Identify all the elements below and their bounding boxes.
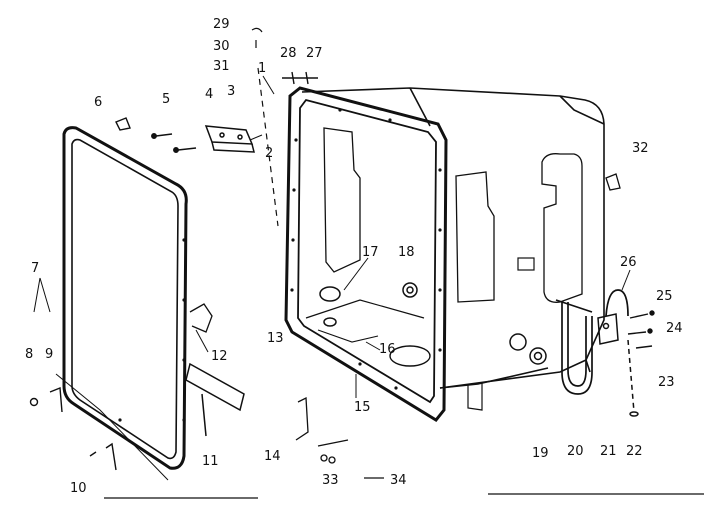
- callout-32: 32: [632, 141, 649, 156]
- rod-22-23: [627, 339, 639, 417]
- callout-17: 17: [362, 245, 379, 260]
- callout-27: 27: [306, 46, 323, 61]
- callout-5: 5: [162, 92, 170, 107]
- callout-18: 18: [398, 245, 415, 260]
- callout-14: 14: [264, 449, 281, 464]
- callout-1: 1: [258, 61, 266, 76]
- callout-2: 2: [265, 146, 273, 161]
- grommet-18: [402, 282, 418, 298]
- callout-26: 26: [620, 255, 637, 270]
- hardware-8-9-10: [29, 373, 169, 481]
- callout-24: 24: [666, 321, 683, 336]
- callout-16: 16: [379, 342, 396, 357]
- screws-24-25: [627, 310, 655, 349]
- callout-10: 10: [70, 481, 87, 496]
- bracket-14: [295, 396, 309, 441]
- callout-28: 28: [280, 46, 297, 61]
- clip-6: [115, 117, 131, 131]
- screws-27-28: [282, 71, 318, 85]
- callout-21: 21: [600, 444, 617, 459]
- fill-tube-20: [555, 299, 593, 395]
- callout-6: 6: [94, 95, 102, 110]
- door-gasket-frame: [62, 126, 188, 470]
- screw-5: [151, 133, 173, 139]
- bracket-12: [189, 303, 213, 333]
- tub-front-frame: [284, 86, 448, 422]
- screws-33-34: [317, 439, 384, 479]
- hose-26: [605, 289, 629, 317]
- strike-11: [185, 362, 245, 437]
- hinge-bracket: [204, 125, 255, 153]
- callout-7: 7: [31, 261, 39, 276]
- screw-near-hinge: [173, 147, 197, 153]
- pin-29-31: [251, 27, 279, 227]
- callout-4: 4: [205, 87, 213, 102]
- callout-22: 22: [626, 444, 643, 459]
- callout-3: 3: [227, 84, 235, 99]
- callout-29: 29: [213, 17, 230, 32]
- callout-20: 20: [567, 444, 584, 459]
- callout-15: 15: [354, 400, 371, 415]
- callout-23: 23: [658, 375, 675, 390]
- callout-11: 11: [202, 454, 219, 469]
- callout-19: 19: [532, 446, 549, 461]
- callout-13: 13: [267, 331, 284, 346]
- callout-25: 25: [656, 289, 673, 304]
- callout-34: 34: [390, 473, 407, 488]
- callout-9: 9: [45, 347, 53, 362]
- tub-cabinet: [301, 87, 605, 411]
- callout-33: 33: [322, 473, 339, 488]
- callout-8: 8: [25, 347, 33, 362]
- baseline-rules: [104, 493, 704, 499]
- leader-lines: [33, 75, 631, 398]
- callout-30: 30: [213, 39, 230, 54]
- callout-labels: 1 2 3 4 5 6 7 8 9 10 11 12 13 14 15 16 1…: [25, 17, 683, 496]
- clip-32: [605, 173, 621, 191]
- grommet-17: [319, 286, 341, 327]
- callout-12: 12: [211, 349, 228, 364]
- grommet-19: [509, 333, 547, 365]
- callout-31: 31: [213, 59, 230, 74]
- bracket-21: [597, 313, 619, 345]
